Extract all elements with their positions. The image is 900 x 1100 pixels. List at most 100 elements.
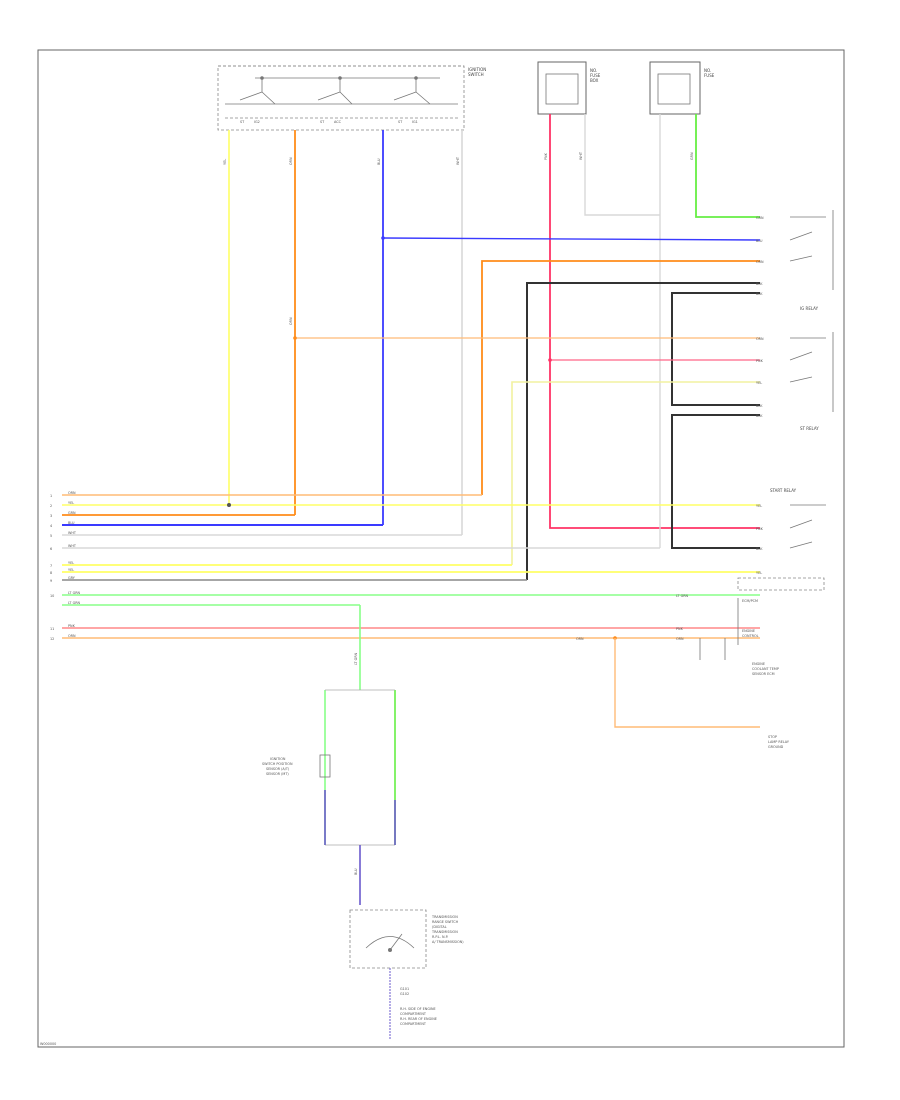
st-label-1: YEL (756, 504, 762, 508)
r2-label-4: BLK (756, 404, 763, 408)
wire-black-relay (526, 282, 760, 580)
fuse-left-label-2: FUSE (590, 73, 601, 78)
wire-black-relay-2 (671, 292, 760, 406)
lower-label-4: ORN (676, 637, 684, 641)
vlabel-blue2: BLU (354, 868, 358, 875)
bottom-note-1: G101 (400, 987, 409, 991)
pin-10: 10 (50, 594, 54, 598)
range-switch-6: A/ TRANSMISSION) (432, 940, 464, 944)
lock-sensor-1: STOP (768, 735, 777, 739)
pin-3: 3 (50, 514, 52, 518)
pin-8: 8 (50, 571, 52, 575)
lock-sensor: STOP LAMP RELAY GROUND (614, 638, 790, 749)
relay2-wire-labels: ORN PNK YEL BLK BLK (756, 337, 764, 418)
sensor-loop: LT GRN BLU IGNITION SWITCH POSITION SENS… (262, 605, 396, 905)
ignition-sensor-2: SWITCH POSITION (262, 762, 293, 766)
ignition-sensor-3: SENSOR (A/T) (266, 767, 290, 771)
r1-label-2: BLU (756, 239, 763, 243)
pin-6: 6 (50, 547, 52, 551)
vlabel-white: WHT (456, 156, 460, 165)
r1-label-3: ORN (756, 260, 764, 264)
wire-green-fuse (695, 114, 760, 218)
st-relay-label: ST RELAY (800, 426, 819, 431)
lw-2: YEL (68, 501, 74, 505)
ignition-sensor-1: IGNITION (270, 757, 286, 761)
r1-label-5: BLK (756, 292, 763, 296)
range-switch-3: (DIGITAL (432, 925, 447, 929)
st-label-2: PNK (756, 527, 764, 531)
lw-11: LT GRN (68, 601, 81, 605)
fuse-box-left: NO. FUSE BOX (537, 61, 601, 115)
lock-sensor-3: GROUND (768, 745, 784, 749)
switch-pos-2: IG2 (254, 120, 260, 124)
pin-12: 12 (50, 637, 54, 641)
bottom-side-4: COMPARTMENT (400, 1022, 427, 1026)
lw-9: GRY (68, 576, 76, 580)
wires-vertical (228, 114, 760, 548)
wire-orange-branch (614, 638, 760, 728)
st-relay: ST RELAY (789, 332, 834, 431)
ignition-switch-label-2: SWITCH (468, 72, 484, 77)
pin-4: 4 (50, 524, 52, 528)
ig-relay-wires (381, 236, 761, 580)
ignition-switch: IGNITION SWITCH ST IG2 ST ACC ST IG1 (217, 65, 486, 131)
relay1-wire-labels: GRN BLU ORN BLK BLK (756, 216, 764, 296)
vlabel-white2: WHT (579, 151, 583, 160)
ecm-right-1: ENGINE (752, 662, 765, 666)
vertical-wire-labels: YEL ORN BLU WHT PNK WHT GRN ORN (223, 151, 694, 325)
footer-code: W000000 (40, 1042, 56, 1046)
diagram-frame (37, 49, 845, 1048)
ecm-sub-1: ENGINE (742, 629, 755, 633)
lock-sensor-2: LAMP RELAY (768, 740, 790, 744)
wire-orange-relay (481, 260, 760, 495)
lower-label-3: PNK (676, 627, 684, 631)
fuse-right-label-1: NO. (704, 68, 711, 73)
range-switch-4: TRANSMISSION (431, 930, 458, 934)
ecm-right-3: SENSOR ECM (752, 672, 775, 676)
left-wire-labels: ORN YEL GRN BLU WHT WHT YEL YEL GRY LT G… (68, 491, 81, 638)
lw-7: YEL (68, 561, 74, 565)
wire-pink-vertical (549, 114, 760, 529)
ecm-connector: YEL LT GRN ECM/PCM PNK ORN ORN ENGINE CO… (576, 571, 825, 676)
r2-label-3: YEL (756, 381, 762, 385)
ecm-right-2: COOLANT TEMP (752, 667, 779, 671)
range-switch-1: TRANSMISSION (431, 915, 458, 919)
bottom-side-2: COMPARTMENT (400, 1012, 427, 1016)
ig-relay: IG RELAY (789, 210, 834, 311)
pin-11: 11 (50, 627, 54, 631)
ignition-switch-label-1: IGNITION (468, 67, 486, 72)
st-relay-wires (293, 336, 760, 565)
bottom-note-2: G102 (400, 992, 409, 996)
vlabel-blue: BLU (377, 158, 381, 165)
lw-5: WHT (68, 531, 77, 535)
start-relay: START RELAY YEL PNK BLK (756, 488, 826, 551)
pin-7: 7 (50, 564, 52, 568)
switch-pos-3: ST (320, 120, 325, 124)
lw-3: GRN (68, 511, 76, 515)
fuse-box-right: NO. FUSE (649, 61, 715, 115)
range-switch-2: RANGE SWITCH (432, 920, 459, 924)
fuse-left-label-3: BOX (590, 78, 599, 83)
lower-label-5: ORN (576, 637, 584, 641)
start-relay-label: START RELAY (770, 488, 797, 493)
ig-relay-label: IG RELAY (800, 306, 819, 311)
connector-pin-labels: 1 2 3 4 5 6 7 8 9 10 11 12 (50, 494, 54, 641)
range-switch-5: R.P.L. N.P. (432, 935, 448, 939)
lw-6: WHT (68, 544, 77, 548)
vlabel-green: GRN (690, 152, 694, 160)
wire-black-relay-3 (671, 414, 760, 549)
bottom-side-3: R.H. REAR OF ENGINE (400, 1017, 437, 1021)
lw-1: ORN (68, 491, 76, 495)
lw-12: PNK (68, 624, 76, 628)
pin-2: 2 (50, 504, 52, 508)
vlabel-yellow: YEL (223, 159, 227, 165)
st-label-3: BLK (756, 547, 763, 551)
lw-13: ORN (68, 634, 76, 638)
vlabel-orange2: ORN (289, 317, 293, 325)
ecm-sub-2: CONTROL (742, 634, 759, 638)
wire-blue-relay (382, 237, 761, 241)
left-harness (62, 494, 760, 640)
r1-label-4: BLK (756, 282, 763, 286)
lw-4: BLU (68, 521, 75, 525)
